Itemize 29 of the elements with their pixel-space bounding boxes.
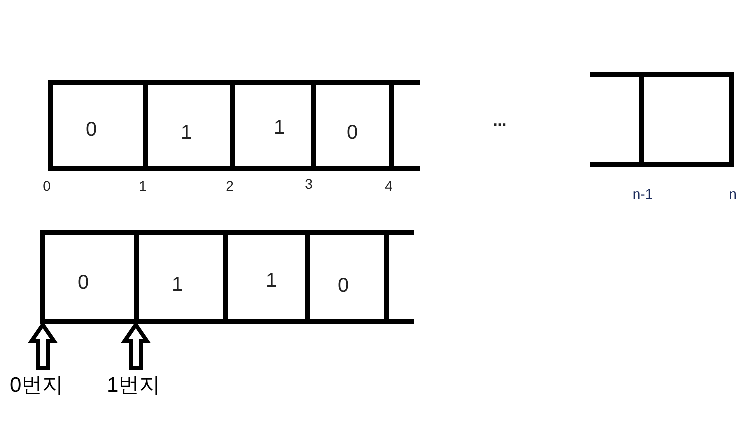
memory-cell [48, 80, 148, 171]
bit-value: 0 [78, 272, 90, 294]
memory-cell [148, 80, 235, 171]
bit-value: 0 [338, 275, 350, 297]
index-label: 3 [305, 176, 313, 192]
bit-value: 0 [347, 122, 358, 144]
index-label: 0 [43, 178, 51, 194]
memory-cell [235, 80, 316, 171]
index-label: 2 [226, 178, 234, 194]
memory-cell [639, 72, 734, 167]
up-arrow [28, 321, 58, 370]
memory-cell [139, 230, 228, 324]
memory-cell [228, 230, 310, 324]
index-label: n-1 [632, 186, 654, 202]
index-label: 1 [139, 178, 147, 194]
bit-value: 1 [172, 274, 184, 296]
index-label: 4 [385, 178, 393, 194]
address-label: 1번지 [107, 374, 161, 398]
memory-cell [40, 230, 139, 324]
address-label: 0번지 [10, 374, 64, 398]
ellipsis: ... [493, 114, 507, 130]
bit-value: 1 [274, 117, 286, 139]
bit-value: 1 [266, 270, 278, 292]
bit-value: 0 [86, 119, 98, 141]
memory-cell [310, 230, 389, 324]
bit-value: 1 [181, 122, 192, 144]
up-arrow [121, 321, 151, 370]
index-label: n [729, 186, 737, 202]
memory-cell [316, 80, 394, 171]
